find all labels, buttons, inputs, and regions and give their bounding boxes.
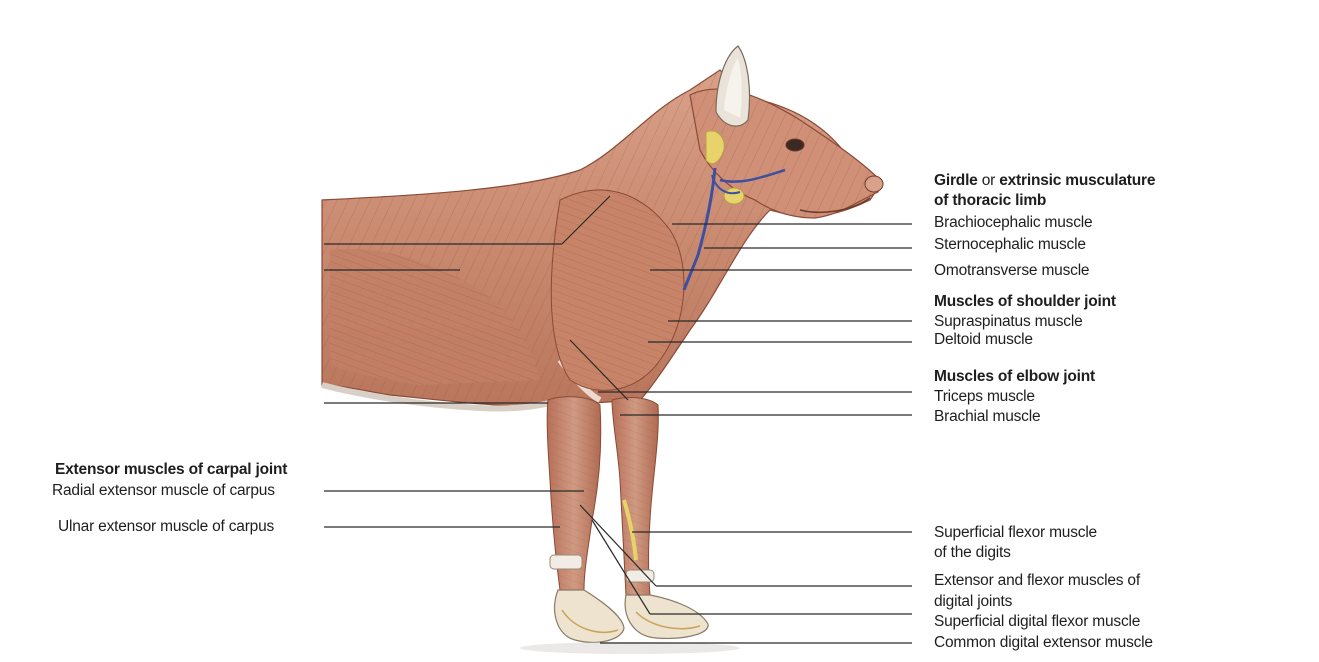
label-elbow-heading: Muscles of elbow joint bbox=[934, 368, 1095, 386]
label-omotransverse: Omotransverse muscle bbox=[934, 262, 1089, 280]
label-shoulder-heading: Muscles of shoulder joint bbox=[934, 293, 1116, 311]
label-sternocephalic: Sternocephalic muscle bbox=[934, 236, 1086, 254]
label-common-digital-extensor: Common digital extensor muscle bbox=[934, 634, 1153, 652]
label-carpal-heading: Extensor muscles of carpal joint bbox=[55, 461, 287, 479]
label-extensor-flexor-digital-2: digital joints bbox=[934, 593, 1012, 611]
girdle-plain: or bbox=[982, 172, 995, 189]
label-girdle-line2: of thoracic limb bbox=[934, 192, 1046, 210]
label-brachiocephalic: Brachiocephalic muscle bbox=[934, 214, 1092, 232]
girdle-bold-1: Girdle bbox=[934, 172, 978, 189]
label-triceps: Triceps muscle bbox=[934, 388, 1035, 406]
label-radial-extensor: Radial extensor muscle of carpus bbox=[52, 482, 275, 500]
label-ulnar-extensor: Ulnar extensor muscle of carpus bbox=[58, 518, 274, 536]
label-supraspinatus: Supraspinatus muscle bbox=[934, 313, 1083, 331]
label-extensor-flexor-digital-1: Extensor and flexor muscles of bbox=[934, 572, 1140, 590]
foreleg-left bbox=[547, 397, 624, 643]
label-superficial-digital-flexor: Superficial digital flexor muscle bbox=[934, 613, 1140, 631]
label-superficial-flexor-2: of the digits bbox=[934, 544, 1011, 562]
label-superficial-flexor-1: Superficial flexor muscle bbox=[934, 524, 1097, 542]
foreleg-right bbox=[612, 398, 708, 639]
label-girdle-heading: Girdle or extrinsic musculature bbox=[934, 172, 1155, 190]
girdle-bold-2: extrinsic musculature bbox=[999, 172, 1155, 189]
label-deltoid: Deltoid muscle bbox=[934, 331, 1033, 349]
label-brachial: Brachial muscle bbox=[934, 408, 1040, 426]
